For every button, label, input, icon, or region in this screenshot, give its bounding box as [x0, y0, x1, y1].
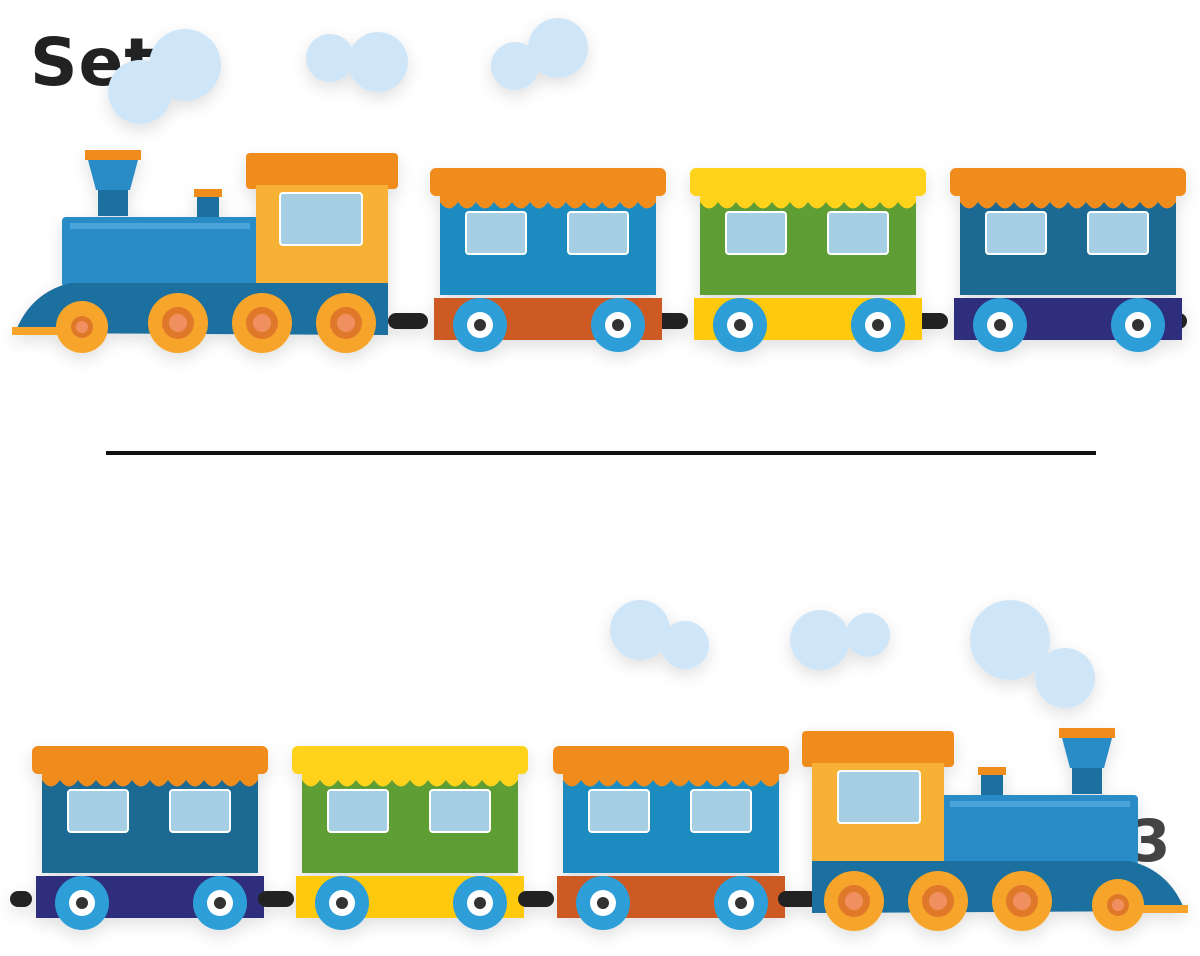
bottom-train: [10, 728, 1188, 931]
passenger-car-blue: [553, 746, 789, 930]
engine-left: [12, 150, 398, 353]
coupler: [778, 891, 818, 907]
passenger-car-blue: [430, 168, 666, 352]
passenger-car-green: [690, 168, 926, 352]
top-train: [12, 150, 1187, 353]
coupler: [518, 891, 554, 907]
clouds-top: [108, 18, 588, 124]
coupler: [258, 891, 294, 907]
passenger-car-green: [292, 746, 528, 930]
passenger-car-navy: [950, 168, 1186, 352]
answer-line: [106, 451, 1096, 455]
passenger-car-navy: [32, 746, 268, 930]
engine-right: [802, 728, 1188, 931]
coupler: [388, 313, 428, 329]
clouds-bottom: [610, 600, 1095, 708]
coupler: [10, 891, 32, 907]
